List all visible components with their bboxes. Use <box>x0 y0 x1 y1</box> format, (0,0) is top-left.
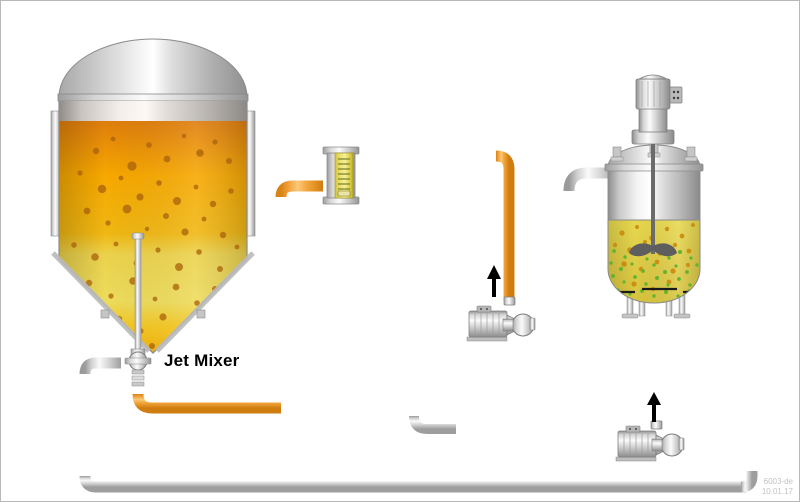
agitator-terminal-box <box>669 86 683 104</box>
reactor-lug-left-plate <box>610 156 624 162</box>
reactor-lug-right <box>686 146 696 158</box>
tank-cone-support-left <box>51 251 151 353</box>
agitator-motor-fins <box>641 81 667 107</box>
gray-pipe-left-elbow <box>79 357 121 375</box>
orange-pipe-to-rotameter-in <box>275 180 323 198</box>
agitator-terminal-dot-3 <box>672 96 676 100</box>
agitator-terminal-dot-4 <box>676 96 680 100</box>
orange-pipe-mixer-elbow <box>132 393 281 414</box>
flow-arrow-riser-left <box>487 265 501 297</box>
reactor-shell-lower-outline <box>607 220 701 304</box>
pump2-terminal-box <box>625 425 641 433</box>
rotameter-scale <box>338 158 350 190</box>
agitator-lantern <box>638 106 668 133</box>
agitator-shaft <box>651 144 655 254</box>
valve-flange-b <box>131 375 145 381</box>
pump2-discharge-flange <box>678 437 685 451</box>
pump1-suction-flange <box>503 296 516 306</box>
pump2-suction-flange <box>650 420 663 430</box>
agitator-terminal-dot-1 <box>672 90 676 94</box>
agitator-motor-body <box>635 78 671 110</box>
tank-head-flange <box>57 93 249 102</box>
rotameter-flow-meter <box>322 146 360 205</box>
valve-handwheel-bar <box>124 357 152 365</box>
tank-cone-bracket-right <box>196 309 206 319</box>
gray-pipe-reactor-top-inlet <box>563 167 617 192</box>
jet-mixer-lance <box>134 235 142 352</box>
orange-pipe-right-drop <box>495 150 515 301</box>
pump2-bearing-bracket <box>651 438 663 452</box>
tank-headspace <box>59 101 247 121</box>
pump1-motor-fins <box>474 313 500 335</box>
circulation-pump <box>466 296 536 342</box>
rotameter-float <box>337 190 351 197</box>
tank-liquid <box>59 101 247 353</box>
agitator-terminal-dot-2 <box>676 90 680 94</box>
tank-cone-support-right <box>155 251 255 353</box>
pump1-discharge-flange <box>529 317 536 331</box>
valve-flange-a <box>131 369 145 375</box>
agitator-motor-fan-cover <box>637 74 669 80</box>
valve-flange-c <box>131 381 145 387</box>
agitated-reactor-vessel <box>604 74 704 319</box>
pump2-terminal-dot-left <box>629 428 631 430</box>
pump1-base <box>466 336 508 342</box>
reactor-lug-right-plate <box>684 156 698 162</box>
fermentation-tank <box>50 38 256 354</box>
pump1-bearing-bracket <box>502 318 514 332</box>
gray-pipe-centre-elbow-foot <box>409 415 456 434</box>
reactor-foot-2 <box>673 313 691 319</box>
impeller-blade-right <box>653 243 677 257</box>
impeller-blade-left <box>629 243 653 257</box>
jet-mixer-outlet-valve <box>124 348 152 387</box>
pump2-terminal-dot-right <box>635 428 637 430</box>
tank-dome-head <box>58 38 248 98</box>
reactor-foot-1 <box>621 313 639 319</box>
flow-arrows <box>487 265 661 422</box>
flow-arrow-riser-right <box>647 392 661 422</box>
pump1-terminal-dot-left <box>480 308 482 310</box>
discharge-pump <box>615 420 685 462</box>
orange-pipe-network <box>132 150 659 414</box>
jet-mixer-nozzle-head <box>131 232 145 240</box>
tank-cone-bracket-left <box>100 309 110 319</box>
pump1-terminal-box <box>476 305 492 313</box>
pump2-base <box>615 456 657 462</box>
pump2-motor-fins <box>623 433 649 455</box>
reactor-lug-left <box>612 146 622 158</box>
reactor-liquid <box>608 220 700 303</box>
gray-pipe-bottom-main <box>79 475 746 493</box>
pump1-terminal-dot-right <box>486 308 488 310</box>
